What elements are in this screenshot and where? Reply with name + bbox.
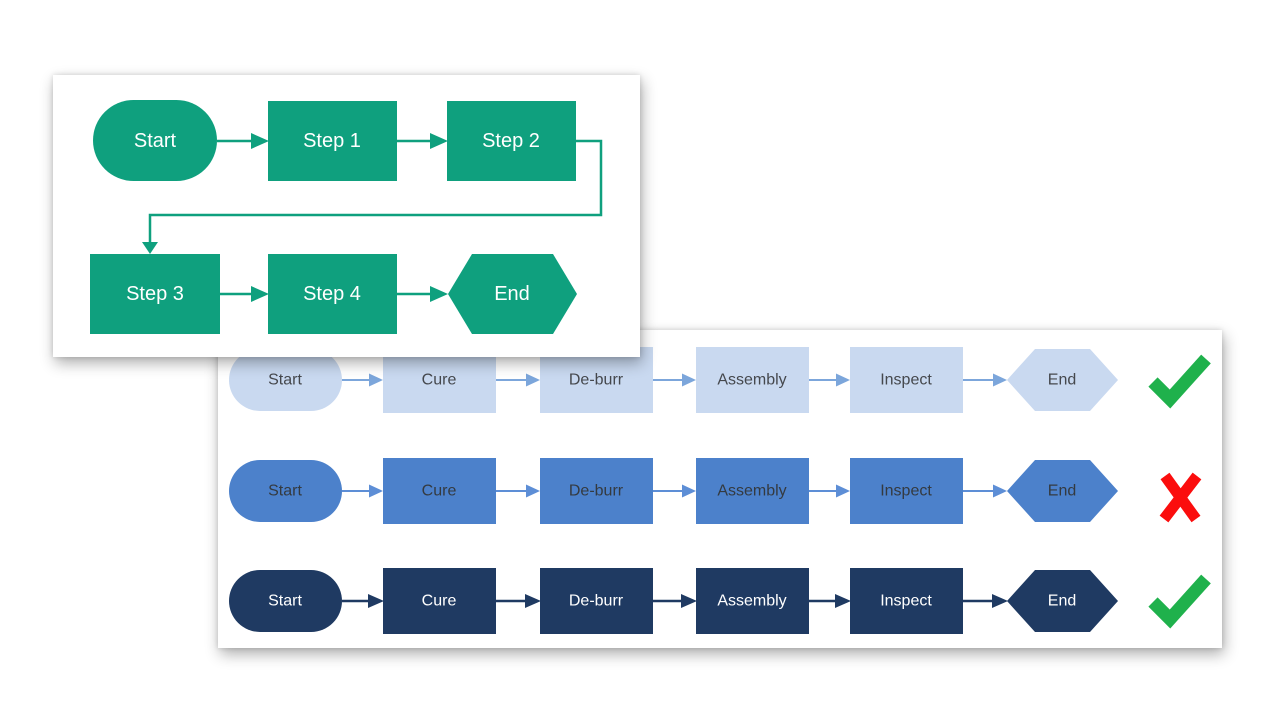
flow-arrow-head — [835, 594, 851, 608]
flow-arrow-head — [681, 594, 697, 608]
r2-node-assembly — [696, 458, 809, 524]
flow-arrow-head — [369, 373, 383, 387]
flow-arrow-head — [430, 133, 448, 149]
r2-node-assembly-label: Assembly — [717, 483, 786, 500]
flow-arrow-head — [682, 484, 696, 498]
flow-arrow-head — [251, 133, 269, 149]
flow-row-dark-navy: Start Cure De-burr Assembly Inspect — [229, 568, 1211, 634]
r1-node-cure — [383, 347, 496, 413]
r1-node-end-label: End — [1048, 372, 1076, 389]
r3-node-inspect-label: Inspect — [880, 593, 932, 610]
r2-node-start-label: Start — [268, 483, 302, 500]
flow-arrow-head — [682, 373, 696, 387]
flow-arrow-head — [251, 286, 269, 302]
r1-node-de-burr-label: De-burr — [569, 372, 624, 389]
node-end-label: End — [494, 283, 530, 305]
node-step-1 — [268, 101, 397, 181]
r1-node-inspect-label: Inspect — [880, 372, 932, 389]
r3-node-assembly-label: Assembly — [717, 593, 786, 610]
green-flowchart-panel: Start Step 1 Step 2 Step 3 S — [53, 75, 640, 357]
connector-step2-step3 — [148, 139, 603, 243]
r2-node-end — [1007, 460, 1118, 522]
flow-arrow-head — [526, 484, 540, 498]
node-step-3 — [90, 254, 220, 334]
fail-cross-icon — [1159, 472, 1202, 523]
r2-node-cure-label: Cure — [422, 483, 457, 500]
r2-node-inspect — [850, 458, 963, 524]
flow-arrow-head — [836, 373, 850, 387]
r3-node-cure-label: Cure — [422, 593, 457, 610]
r1-node-de-burr — [540, 347, 653, 413]
green-flowchart: Start Step 1 Step 2 Step 3 S — [90, 100, 603, 334]
r1-node-cure-label: Cure — [422, 372, 457, 389]
r2-node-end-label: End — [1048, 483, 1076, 500]
pass-check-icon — [1148, 354, 1211, 409]
r3-node-assembly — [696, 568, 809, 634]
r1-node-start-label: Start — [268, 372, 302, 389]
flow-row-medium-blue: Start Cure De-burr Assembly Inspect — [229, 458, 1202, 524]
blue-comparison-panel: Start Cure De-burr Assembly Inspect — [218, 330, 1222, 648]
r3-node-end-label: End — [1048, 593, 1076, 610]
flow-arrow-head — [368, 594, 384, 608]
r3-node-cure — [383, 568, 496, 634]
flow-arrow-head — [993, 484, 1007, 498]
connector-step2-step3-arrowhead — [142, 242, 158, 254]
flow-arrow-head — [369, 484, 383, 498]
r1-node-inspect — [850, 347, 963, 413]
r2-node-de-burr-label: De-burr — [569, 483, 624, 500]
cross-stroke — [1159, 472, 1202, 523]
flow-arrow-head — [992, 594, 1008, 608]
node-start-label: Start — [134, 130, 177, 152]
flow-arrow-head — [525, 594, 541, 608]
r3-node-start-label: Start — [268, 593, 302, 610]
flow-arrow-head — [993, 373, 1007, 387]
r2-node-start — [229, 460, 342, 522]
node-step-2 — [447, 101, 576, 181]
flow-arrow-head — [430, 286, 448, 302]
r2-node-cure — [383, 458, 496, 524]
node-step-1-label: Step 1 — [303, 130, 361, 152]
node-end — [448, 254, 577, 334]
r2-node-inspect-label: Inspect — [880, 483, 932, 500]
node-start — [93, 100, 217, 181]
r3-node-inspect — [850, 568, 963, 634]
r1-node-assembly — [696, 347, 809, 413]
node-step-4 — [268, 254, 397, 334]
r3-node-start — [229, 570, 342, 632]
flow-arrow-head — [526, 373, 540, 387]
r2-node-de-burr — [540, 458, 653, 524]
flow-row-light-blue: Start Cure De-burr Assembly Inspect — [229, 347, 1211, 413]
r1-node-end — [1007, 349, 1118, 411]
node-step-4-label: Step 4 — [303, 283, 361, 305]
comparison-flowcharts: Start Cure De-burr Assembly Inspect — [229, 347, 1211, 634]
node-step-3-label: Step 3 — [126, 283, 184, 305]
r3-node-de-burr — [540, 568, 653, 634]
r1-node-start — [229, 349, 342, 411]
r1-node-assembly-label: Assembly — [717, 372, 786, 389]
r3-node-end — [1007, 570, 1118, 632]
r3-node-de-burr-label: De-burr — [569, 593, 624, 610]
pass-check-icon — [1148, 574, 1211, 629]
node-step-2-label: Step 2 — [482, 130, 540, 152]
flow-arrow-head — [836, 484, 850, 498]
